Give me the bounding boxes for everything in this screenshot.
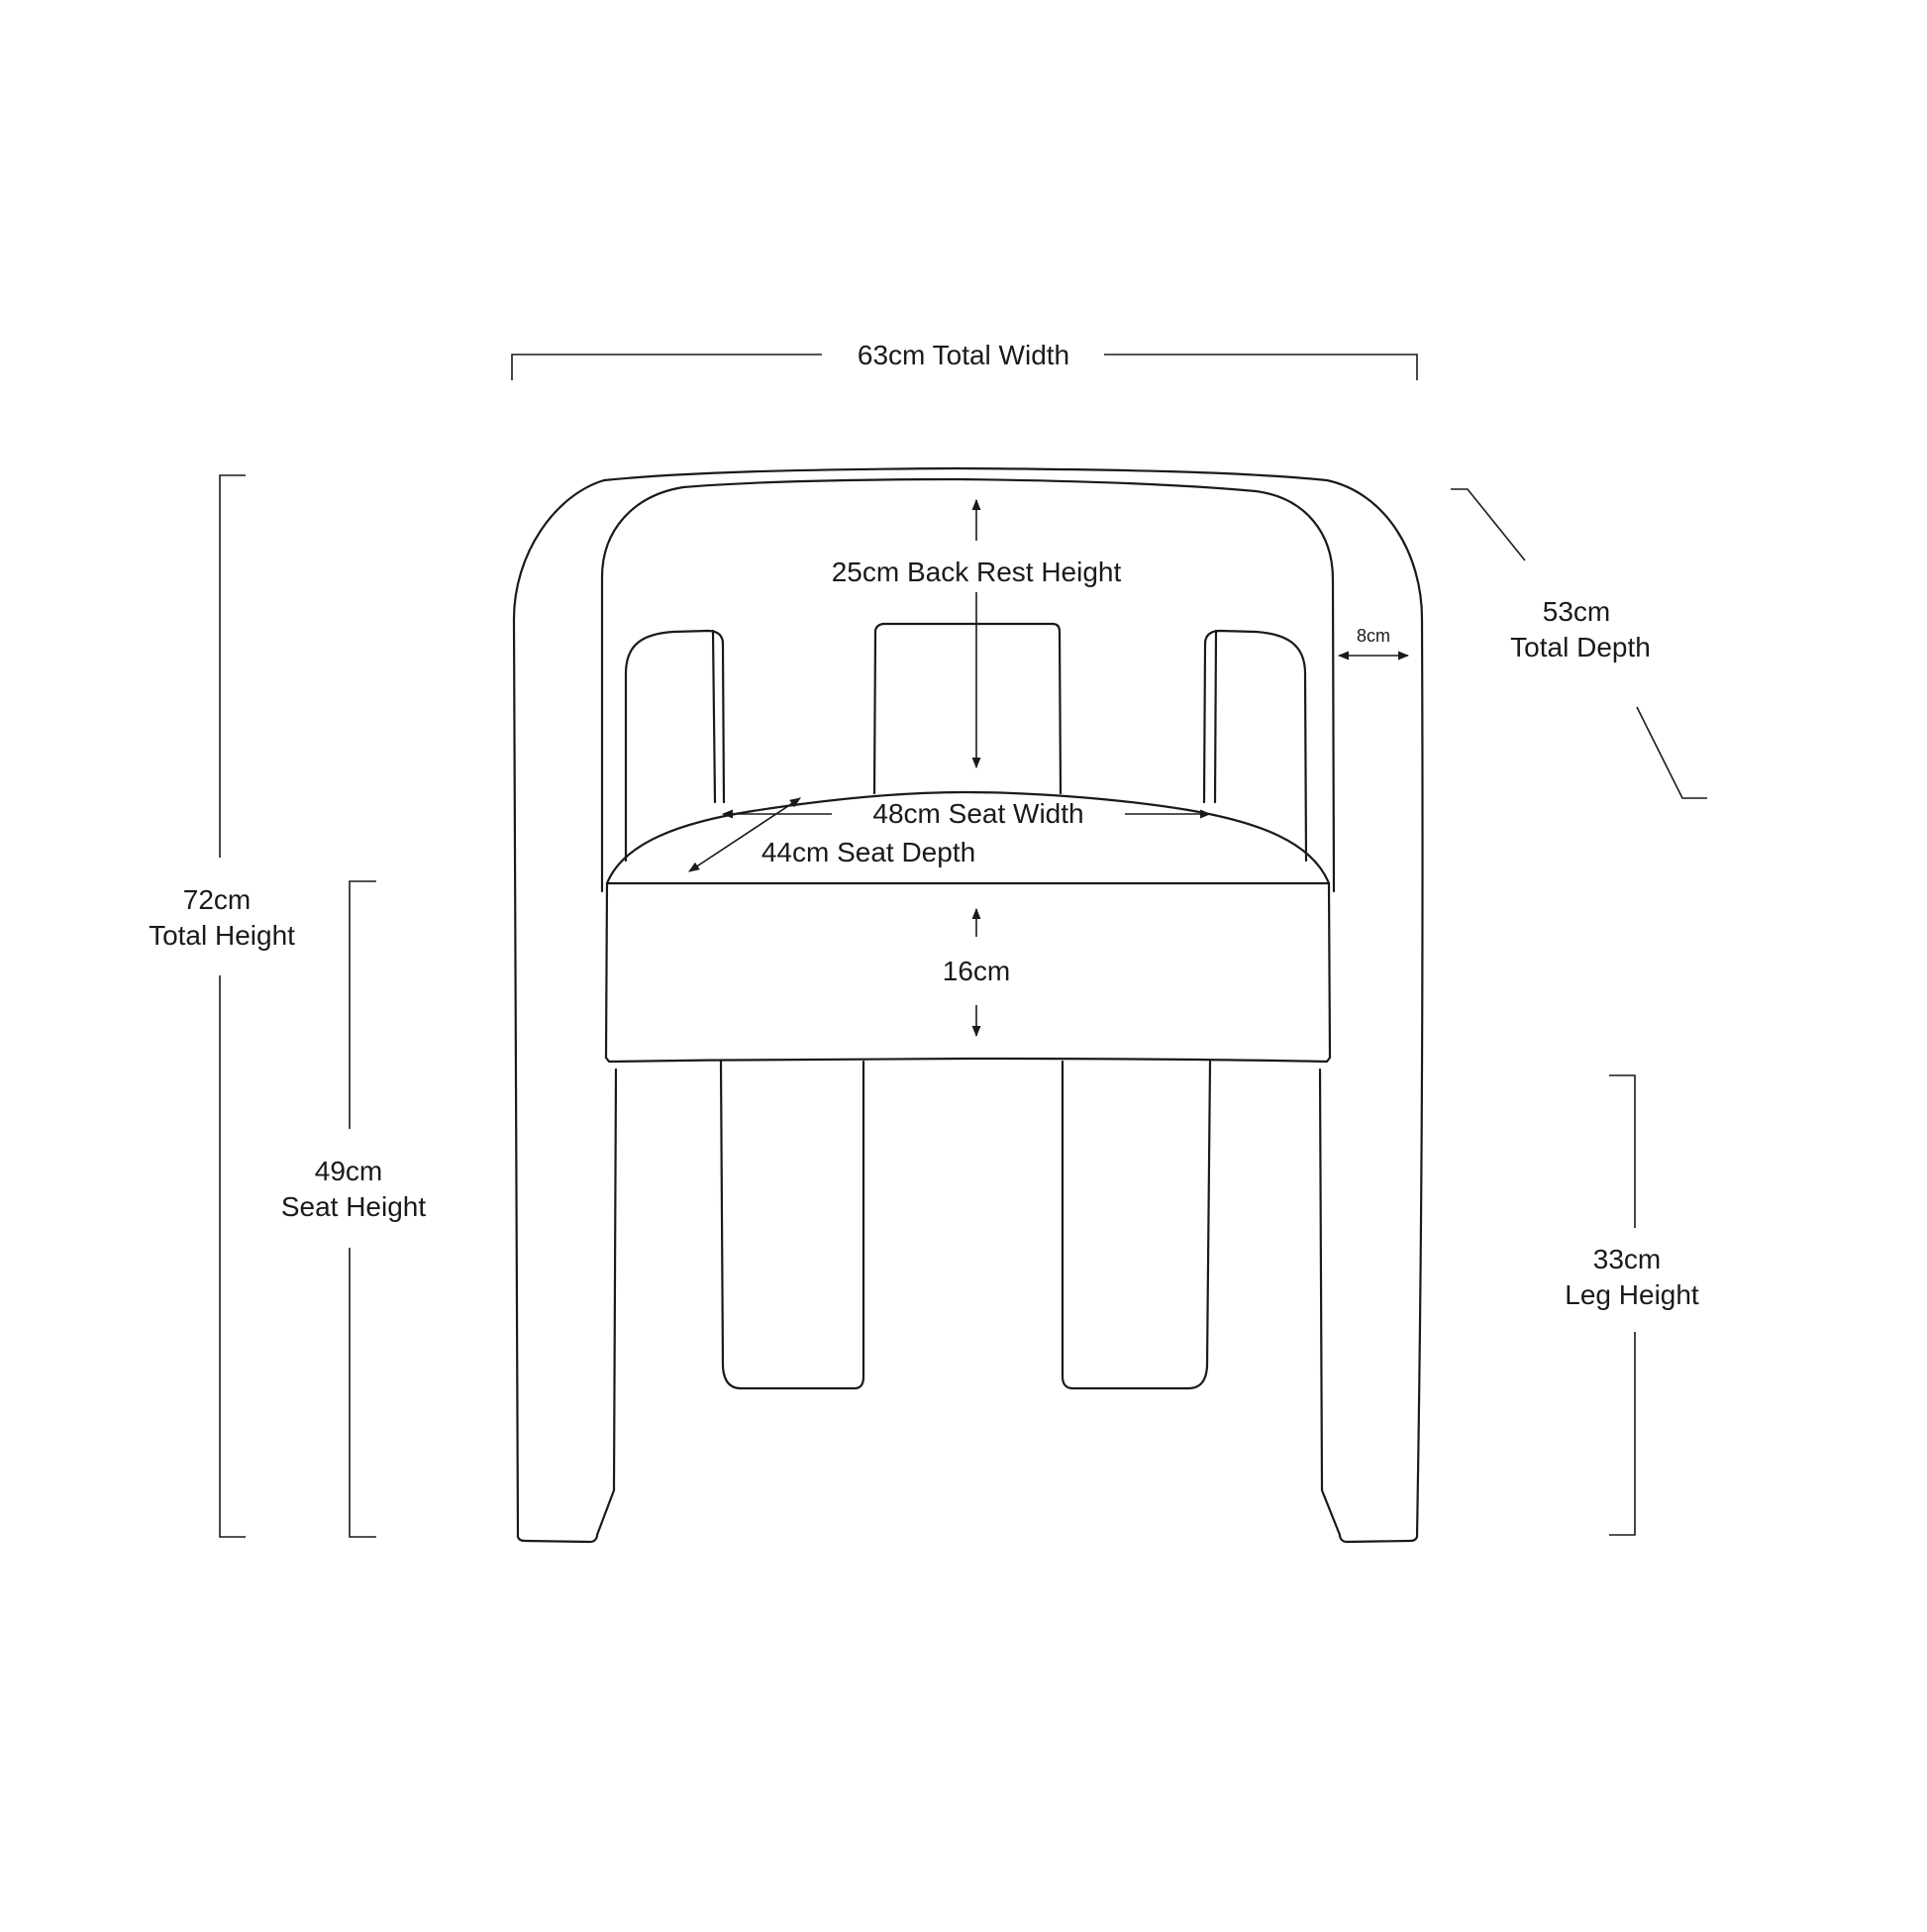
total-height-line-bottom bbox=[219, 975, 246, 1538]
leg-height-label: Leg Height bbox=[1565, 1279, 1699, 1310]
seat-height-value: 49cm bbox=[315, 1156, 382, 1186]
left-side-panel-edge bbox=[711, 629, 717, 804]
total-width-line-right bbox=[1104, 354, 1418, 380]
seat-height-label: Seat Height bbox=[281, 1191, 427, 1222]
leg-height-line-bottom bbox=[1609, 1332, 1636, 1536]
seat-depth-label: 44cm Seat Depth bbox=[761, 837, 975, 867]
seat-cushion-front bbox=[604, 881, 1332, 1064]
arm-width-label: 8cm bbox=[1357, 626, 1390, 646]
dimension-lines bbox=[219, 354, 1707, 1538]
total-height-line-top bbox=[219, 474, 246, 858]
right-side-panel-edge bbox=[1213, 629, 1218, 804]
outer-frame bbox=[512, 466, 1424, 1544]
cushion-height-label: 16cm bbox=[943, 956, 1010, 986]
seat-width-label: 48cm Seat Width bbox=[872, 798, 1083, 829]
leg-height-value: 33cm bbox=[1593, 1244, 1661, 1274]
seat-height-line-top bbox=[349, 880, 376, 1129]
total-depth-label: Total Depth bbox=[1510, 632, 1651, 662]
total-width-label: 63cm Total Width bbox=[858, 340, 1069, 370]
leg-height-line-top bbox=[1609, 1074, 1636, 1228]
inner-frame bbox=[600, 477, 1336, 893]
seat-height-line-bottom bbox=[349, 1248, 376, 1538]
total-depth-line-bottom bbox=[1636, 706, 1707, 799]
chair-outline bbox=[512, 466, 1424, 1544]
right-front-leg bbox=[1061, 1060, 1212, 1390]
total-depth-line-top bbox=[1451, 488, 1526, 561]
total-width-line-left bbox=[511, 354, 822, 380]
total-depth-value: 53cm bbox=[1543, 596, 1610, 627]
total-height-label: Total Height bbox=[149, 920, 295, 951]
total-height-value: 72cm bbox=[183, 884, 251, 915]
back-rest-height-label: 25cm Back Rest Height bbox=[832, 557, 1122, 587]
left-front-leg bbox=[719, 1060, 865, 1390]
back-rest-panel bbox=[872, 622, 1063, 795]
right-side-panel bbox=[1202, 629, 1308, 863]
left-side-panel bbox=[624, 629, 726, 863]
outer-frame-left-leg bbox=[516, 1068, 618, 1544]
dimension-labels: 63cm Total Width 72cm Total Height 49cm … bbox=[149, 340, 1699, 1310]
seat-depth-arrow bbox=[688, 797, 801, 872]
